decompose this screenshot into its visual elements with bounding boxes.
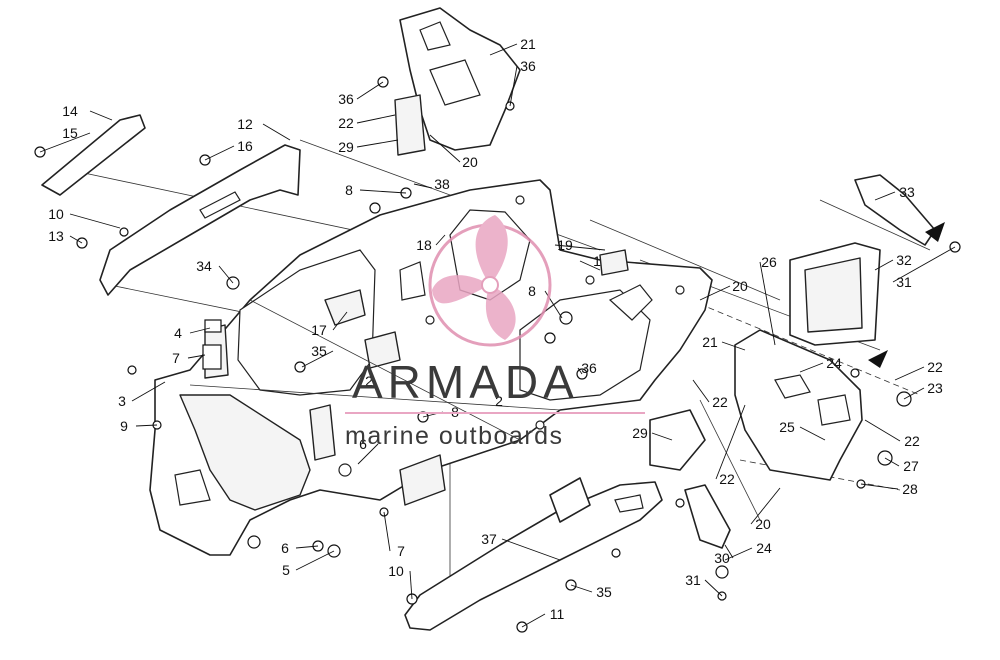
callout-29: 29 — [338, 139, 354, 155]
direction-arrows — [868, 222, 945, 368]
callout-24: 24 — [826, 355, 842, 371]
callout-22: 22 — [904, 433, 920, 449]
watermark: ARMADA marine outboards — [345, 215, 645, 450]
callout-35: 35 — [596, 584, 612, 600]
steering-support — [394, 7, 521, 156]
arrow-icon — [868, 350, 888, 368]
callout-36: 36 — [581, 360, 597, 376]
watermark-brand: ARMADA — [352, 356, 579, 408]
callout-30: 30 — [714, 550, 730, 566]
callout-14: 14 — [62, 103, 78, 119]
callout-12: 12 — [237, 116, 253, 132]
callout-18: 18 — [416, 237, 432, 253]
callout-7: 7 — [172, 350, 180, 366]
callout-22: 22 — [712, 394, 728, 410]
callout-22: 22 — [719, 471, 735, 487]
callout-3: 3 — [118, 393, 126, 409]
callout-17: 17 — [311, 322, 327, 338]
callout-38: 38 — [434, 176, 450, 192]
callout-13: 13 — [48, 228, 64, 244]
callout-8: 8 — [345, 182, 353, 198]
callout-20: 20 — [462, 154, 478, 170]
callout-15: 15 — [62, 125, 78, 141]
callout-1: 1 — [593, 253, 601, 269]
arrow-icon — [925, 222, 945, 242]
callout-5: 5 — [282, 562, 290, 578]
callout-35: 35 — [311, 343, 327, 359]
callout-2: 2 — [495, 393, 503, 409]
callout-32: 32 — [896, 252, 912, 268]
callout-34: 34 — [196, 258, 212, 274]
callout-22: 22 — [927, 359, 943, 375]
callout-8: 8 — [528, 283, 536, 299]
callout-25: 25 — [779, 419, 795, 435]
callout-23: 23 — [927, 380, 943, 396]
callout-29: 29 — [632, 425, 648, 441]
callout-33: 33 — [899, 184, 915, 200]
callout-4: 4 — [174, 325, 182, 341]
callout-11: 11 — [550, 606, 565, 622]
callout-6: 6 — [359, 436, 367, 452]
handle-bar — [41, 114, 146, 196]
callout-19: 19 — [557, 237, 573, 253]
callout-31: 31 — [685, 572, 701, 588]
callout-37: 37 — [481, 531, 497, 547]
main-frame — [149, 179, 713, 556]
callout-21: 21 — [520, 36, 536, 52]
front-bumper — [99, 144, 301, 296]
watermark-tagline: marine outboards — [345, 422, 564, 450]
callout-24: 24 — [756, 540, 772, 556]
callout-6: 6 — [281, 540, 289, 556]
callout-7: 7 — [397, 543, 405, 559]
callout-2: 2 — [365, 373, 373, 389]
callout-9: 9 — [120, 418, 128, 434]
callout-20: 20 — [755, 516, 771, 532]
callout-10: 10 — [48, 206, 64, 222]
running-board — [404, 477, 663, 631]
callout-36: 36 — [338, 91, 354, 107]
propeller-logo-icon — [428, 215, 552, 347]
callout-31: 31 — [896, 274, 912, 290]
callout-labels: 1223456677888910101112131415161718192020… — [48, 36, 943, 622]
callout-27: 27 — [903, 458, 919, 474]
rear-deck-assembly — [599, 174, 936, 549]
callout-16: 16 — [237, 138, 253, 154]
leader-lines — [39, 43, 956, 628]
callout-22: 22 — [338, 115, 354, 131]
callout-21: 21 — [702, 334, 718, 350]
callout-36: 36 — [520, 58, 536, 74]
callout-26: 26 — [761, 254, 777, 270]
callout-10: 10 — [388, 563, 404, 579]
callout-20: 20 — [732, 278, 748, 294]
callout-28: 28 — [902, 481, 918, 497]
